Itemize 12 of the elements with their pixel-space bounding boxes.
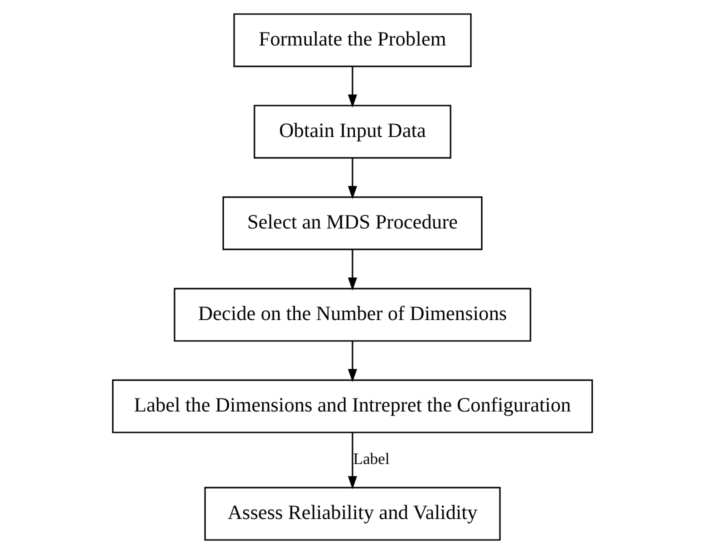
arrow	[348, 66, 358, 108]
arrow	[348, 158, 358, 200]
node-box: Decide on the Number of Dimensions	[174, 288, 532, 342]
node-box: Obtain Input Data	[254, 104, 452, 159]
node-box: Select an MDS Procedure	[222, 196, 483, 250]
node-box: Label the Dimensions and Intrepret the Configuration	[112, 379, 593, 434]
arrow	[348, 432, 358, 490]
arrow	[348, 250, 358, 291]
arrow	[348, 341, 358, 382]
edge-label: Label	[353, 451, 390, 468]
node-box: Formulate the Problem	[233, 13, 472, 68]
node-box: Assess Reliability and Validity	[204, 486, 501, 541]
